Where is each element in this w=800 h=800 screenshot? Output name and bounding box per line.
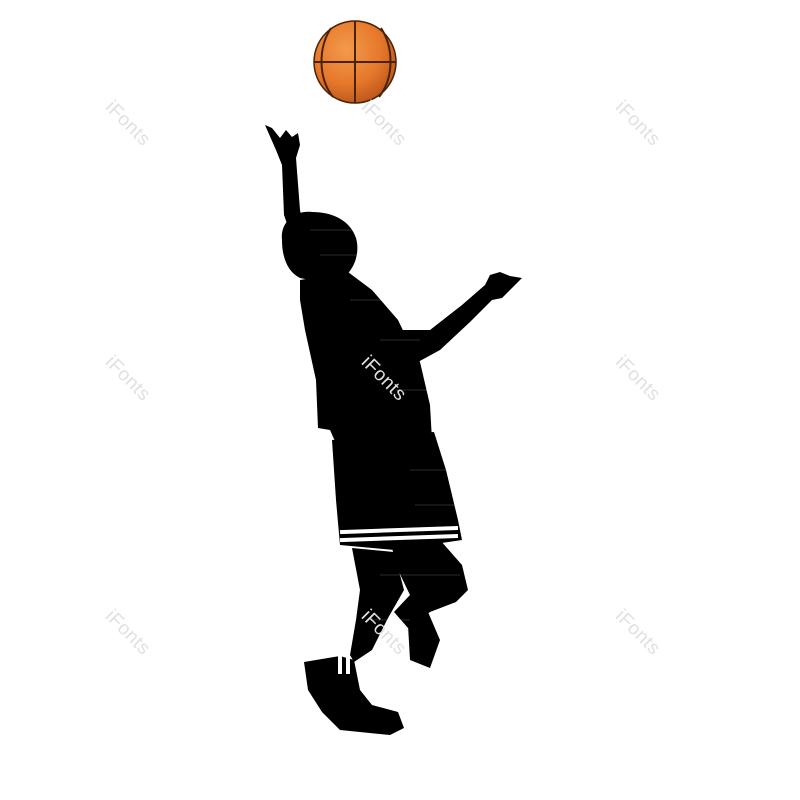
player-silhouette-icon xyxy=(265,125,522,735)
brush-texture xyxy=(310,229,460,691)
basketball-icon xyxy=(313,20,397,104)
